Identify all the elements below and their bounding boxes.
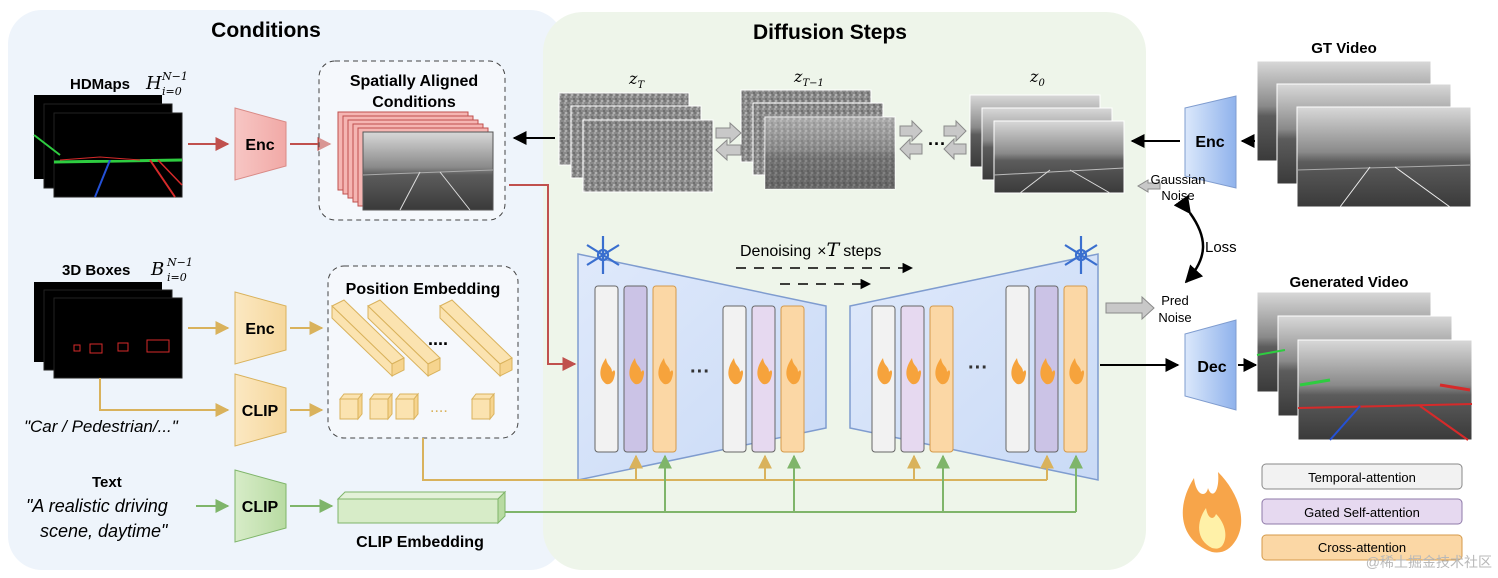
- generated-video-frames: [1256, 291, 1473, 441]
- latent-zT-frames: [558, 92, 714, 193]
- spatial-conditions-title-2: Conditions: [372, 94, 456, 111]
- spatial-conditions-stack: [337, 111, 494, 211]
- gt-encoder: [1184, 95, 1237, 189]
- clip-embedding-block: [336, 490, 507, 525]
- legend-swatch-temporal: [1261, 463, 1463, 490]
- category-text: "Car / Pedestrian/...": [24, 417, 179, 436]
- boxes-frames: [34, 282, 183, 379]
- pred-noise-arrow: [1105, 295, 1155, 321]
- loss-arrow: [1173, 195, 1205, 284]
- hdmaps-encoder-label: Enc: [245, 137, 274, 154]
- legend-swatch-cross: [1261, 534, 1463, 561]
- latent-zT1-frames: [740, 89, 896, 190]
- hdmaps-math-sup: N−1: [161, 70, 188, 83]
- category-clip-label: CLIP: [242, 403, 279, 420]
- spatial-to-unet-arrow: [509, 184, 577, 371]
- hdmaps-math-sub: i=0: [162, 85, 182, 98]
- latent-zT-label: zT: [628, 69, 645, 91]
- latent-z0-frames: [969, 94, 1125, 194]
- latent-ellipsis: ···: [928, 134, 946, 154]
- clip-embedding-label: CLIP Embedding: [356, 534, 484, 551]
- diffusion-title: Diffusion Steps: [753, 21, 907, 44]
- position-condition-lines: [422, 438, 1054, 481]
- legend-label-cross: Cross-attention: [1318, 540, 1406, 555]
- position-embedding-title: Position Embedding: [346, 281, 501, 298]
- boxes-label: 3D Boxes: [62, 262, 130, 279]
- conditions-title: Conditions: [211, 19, 321, 42]
- text-condition-lines: [505, 454, 1083, 513]
- gt-video-frames: [1256, 60, 1472, 208]
- boxes-math: B: [150, 259, 164, 280]
- legend-swatch-gated: [1261, 498, 1463, 525]
- video-decoder-label: Dec: [1197, 359, 1226, 376]
- frozen-snowflake-icon-right: [1064, 236, 1098, 274]
- text-clip-encoder: [234, 469, 287, 543]
- legend-label-temporal: Temporal-attention: [1308, 470, 1416, 485]
- position-embedding-ellipsis: ....: [428, 329, 448, 349]
- hdmaps-frames: [33, 95, 183, 198]
- gt-video-label: GT Video: [1311, 40, 1377, 57]
- boxes-math-sub: i=0: [167, 271, 187, 284]
- legend: Temporal-attention Gated Self-attention …: [1261, 463, 1463, 561]
- boxes-encoder-label: Enc: [245, 321, 274, 338]
- pred-noise-label-1: Pred: [1161, 293, 1188, 308]
- generated-video-label: Generated Video: [1290, 274, 1409, 291]
- trainable-flame-icon: [600, 358, 1085, 385]
- unet-ellipsis-left: ···: [690, 361, 710, 383]
- latent-transition-arrows-1: [715, 121, 742, 162]
- legend-flame-icon: [1182, 472, 1242, 553]
- boxes-math-sup: N−1: [166, 256, 193, 269]
- boxes-to-clip-arrow: [99, 378, 230, 417]
- gaussian-noise-label-2: Noise: [1161, 188, 1194, 203]
- pred-noise-label-2: Noise: [1158, 310, 1191, 325]
- legend-label-gated: Gated Self-attention: [1304, 505, 1420, 520]
- gt-encoder-label: Enc: [1195, 134, 1224, 151]
- text-clip-label: CLIP: [242, 499, 279, 516]
- hdmaps-label: HDMaps: [70, 76, 130, 93]
- gaussian-noise-label-1: Gaussian: [1151, 172, 1206, 187]
- gaussian-noise-arrow: [1137, 179, 1161, 193]
- unet-ellipsis-right: ···: [968, 357, 988, 379]
- text-prompt-1: "A realistic driving: [26, 496, 168, 516]
- loss-label: Loss: [1205, 239, 1237, 256]
- position-embedding-bars: [331, 299, 513, 378]
- latent-transition-arrows-2: [899, 119, 967, 161]
- position-cubes-ellipsis: ....: [430, 399, 448, 416]
- latent-zT1-label: zT−1: [793, 67, 824, 89]
- hdmaps-math: H: [145, 73, 162, 94]
- spatial-conditions-title-1: Spatially Aligned: [350, 73, 478, 90]
- watermark: @稀土掘金技术社区: [1366, 554, 1492, 570]
- text-label: Text: [92, 474, 122, 491]
- frozen-snowflake-icon: [586, 236, 620, 274]
- position-embedding-cubes: [338, 392, 496, 421]
- hdmaps-encoder: [234, 107, 287, 181]
- latent-z0-label: z0: [1029, 67, 1045, 89]
- category-clip-encoder: [234, 373, 287, 447]
- text-prompt-2: scene, daytime": [40, 521, 169, 541]
- video-decoder: [1184, 319, 1237, 411]
- boxes-encoder: [234, 291, 287, 365]
